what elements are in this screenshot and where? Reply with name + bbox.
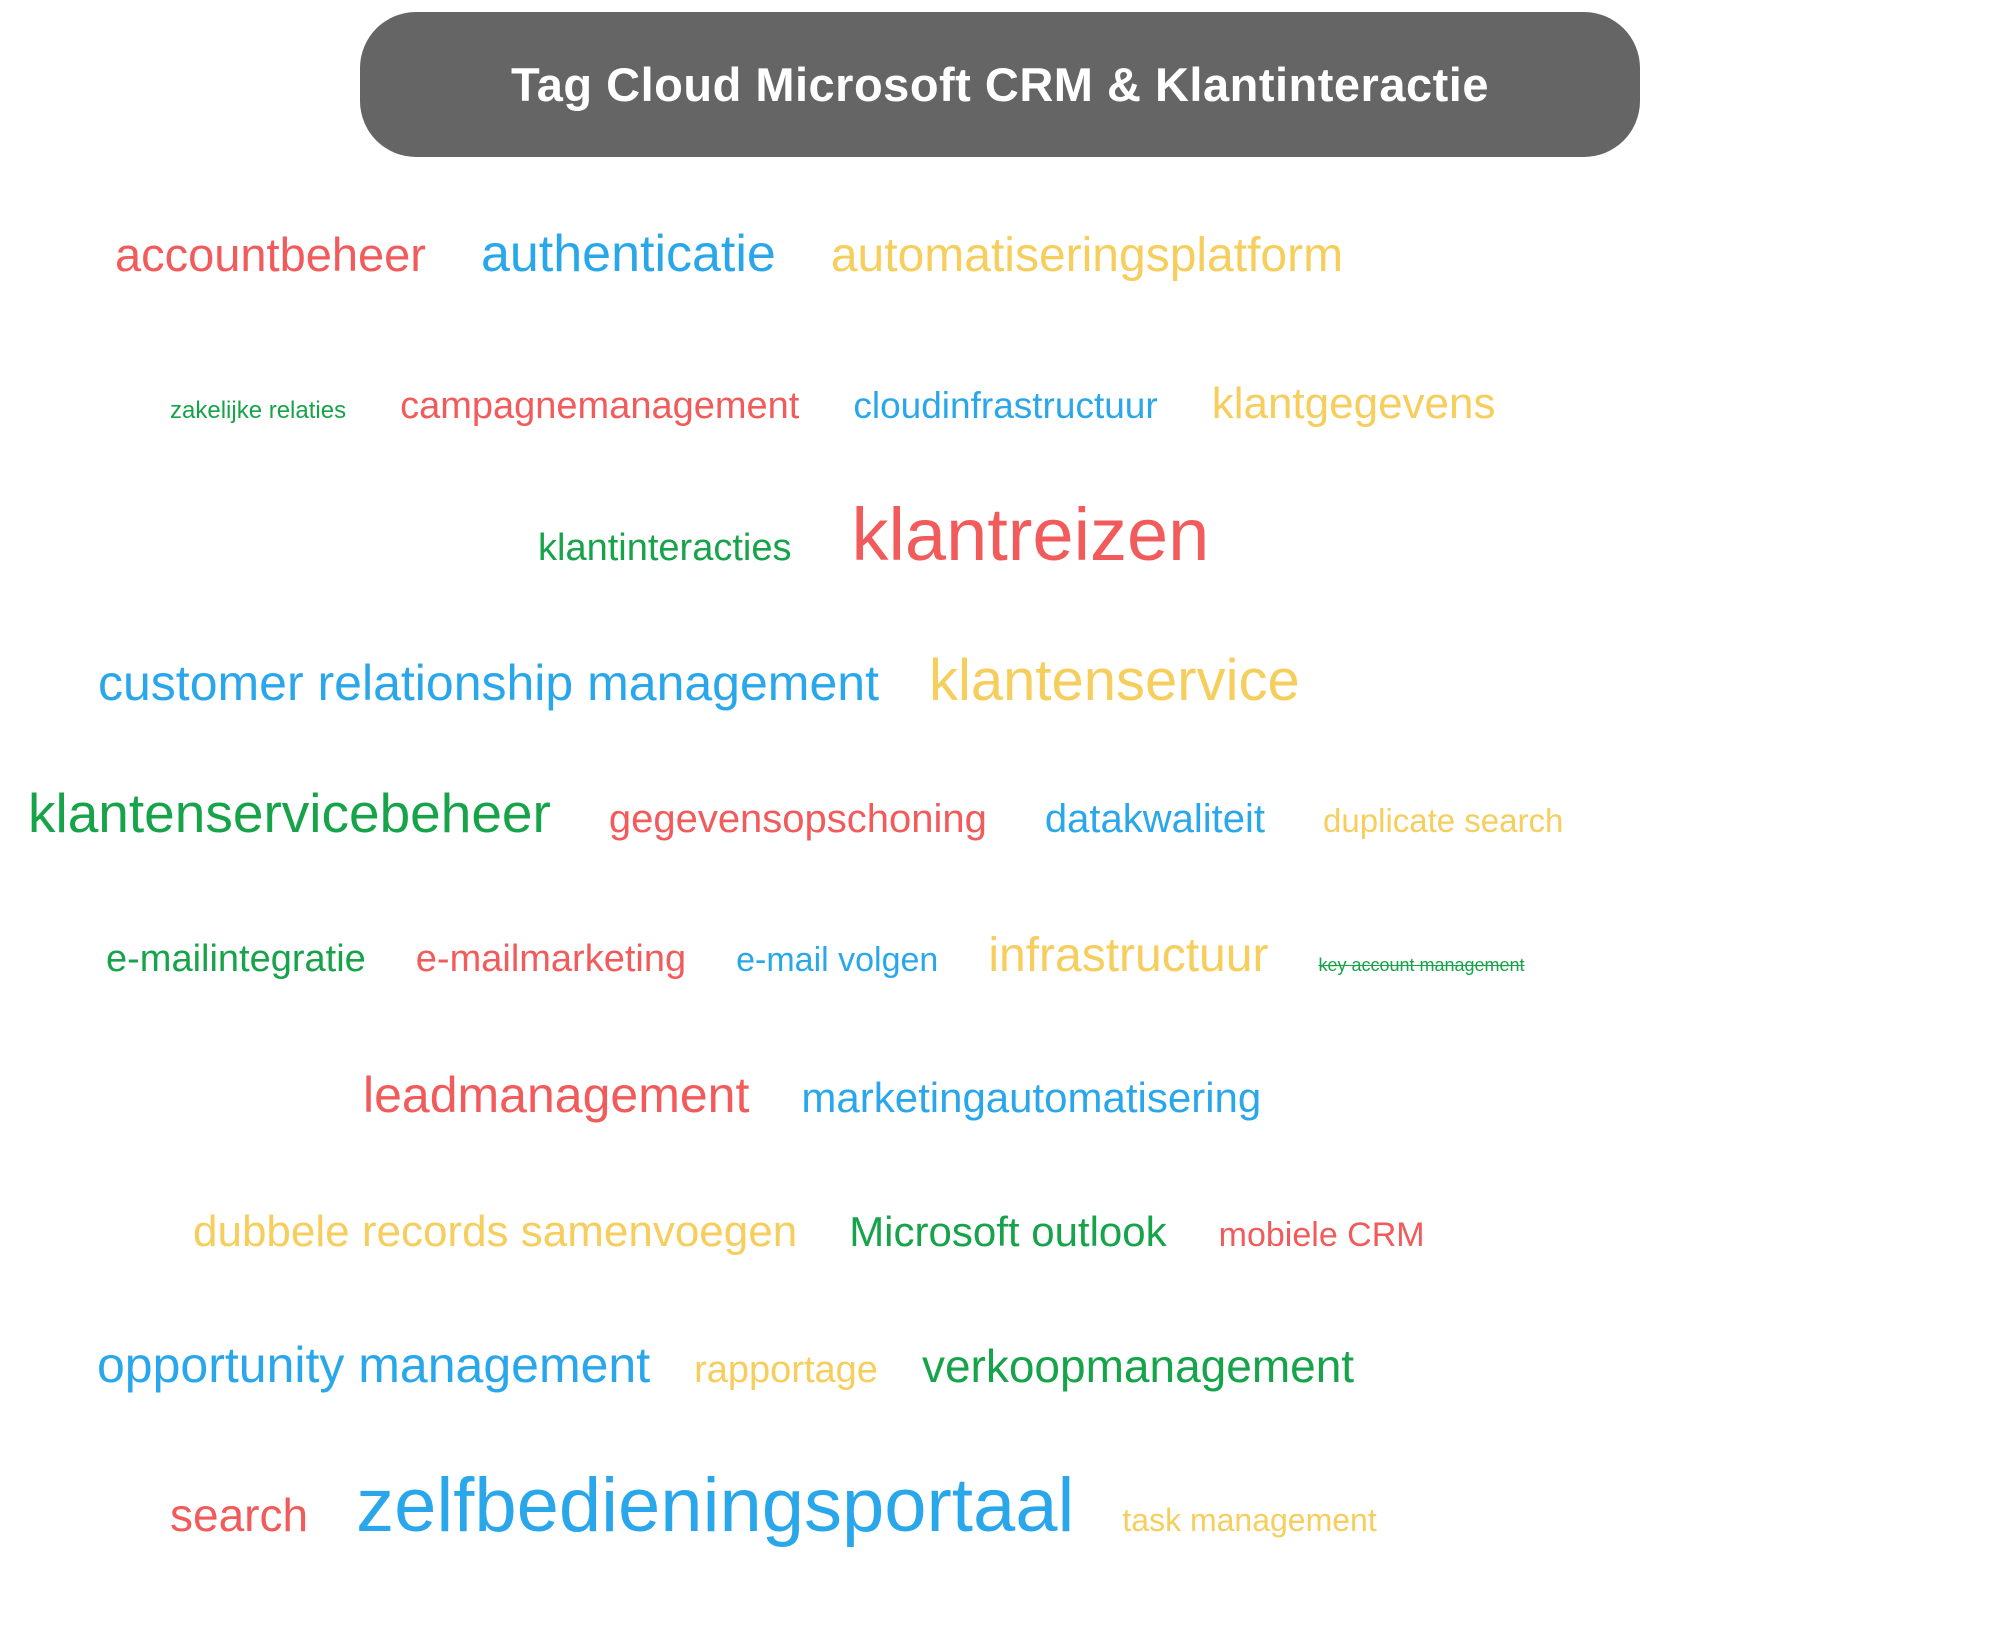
cloud-row-8: dubbele records samenvoegen Microsoft out… [193,1210,1425,1254]
tag-microsoft-outlook[interactable]: Microsoft outlook [849,1208,1167,1255]
tag-task-management[interactable]: task management [1122,1502,1377,1538]
tag-customer-relationship-management[interactable]: customer relationship management [98,655,879,711]
cloud-row-7: leadmanagement marketingautomatisering [363,1070,1261,1120]
tag-leadmanagement[interactable]: leadmanagement [363,1067,750,1123]
tag-automatiseringsplatform[interactable]: automatiseringsplatform [830,229,1344,282]
tag-dubbele-records-samenvoegen[interactable]: dubbele records samenvoegen [193,1207,798,1256]
tag-klantenservicebeheer[interactable]: klantenservicebeheer [28,782,551,844]
cloud-row-9: opportunity management rapportage verkoopm… [97,1340,1354,1390]
cloud-row-2: zakelijke relaties campagnemanagement clou… [170,382,1495,426]
tag-zakelijke-relaties[interactable]: zakelijke relaties [170,397,347,424]
tag-marketingautomatisering[interactable]: marketingautomatisering [801,1074,1262,1121]
tag-klantreizen[interactable]: klantreizen [851,493,1210,576]
tag-klantenservice[interactable]: klantenservice [928,648,1300,713]
tag-key-account-management[interactable]: key account management [1318,955,1525,975]
tag-campagnemanagement[interactable]: campagnemanagement [400,385,800,427]
chart-title: Tag Cloud Microsoft CRM & Klantinteracti… [511,58,1489,111]
tag-search[interactable]: search [170,1489,309,1541]
tag-verkoopmanagement[interactable]: verkoopmanagement [921,1340,1355,1392]
tag-opportunity-management[interactable]: opportunity management [97,1337,651,1393]
cloud-row-6: e-mailintegratie e-mailmarketing e-mail vo… [106,932,1525,980]
tag-accountbeheer[interactable]: accountbeheer [115,228,426,281]
tag-e-mailintegratie[interactable]: e-mailintegratie [106,938,366,980]
cloud-row-1: accountbeheer authenticatie automatisering… [115,228,1343,280]
tag-klantinteracties[interactable]: klantinteracties [538,527,792,569]
tag-e-mail-volgen[interactable]: e-mail volgen [736,941,939,979]
tag-duplicate-search[interactable]: duplicate search [1323,802,1564,839]
tag-klantgegevens[interactable]: klantgegevens [1211,379,1496,428]
chart-title-pill: Tag Cloud Microsoft CRM & Klantinteracti… [360,12,1640,157]
tag-authenticatie[interactable]: authenticatie [480,225,776,283]
tag-rapportage[interactable]: rapportage [694,1349,878,1391]
tag-datakwaliteit[interactable]: datakwaliteit [1044,797,1266,841]
tag-e-mailmarketing[interactable]: e-mailmarketing [415,938,687,980]
tag-infrastructuur[interactable]: infrastructuur [988,929,1269,982]
tag-gegevensopschoning[interactable]: gegevensopschoning [608,797,987,841]
tag-cloudinfrastructuur[interactable]: cloudinfrastructuur [853,385,1158,426]
tag-mobiele-crm[interactable]: mobiele CRM [1218,1216,1425,1254]
tag-zelfbedieningsportaal[interactable]: zelfbedieningsportaal [356,1463,1075,1548]
